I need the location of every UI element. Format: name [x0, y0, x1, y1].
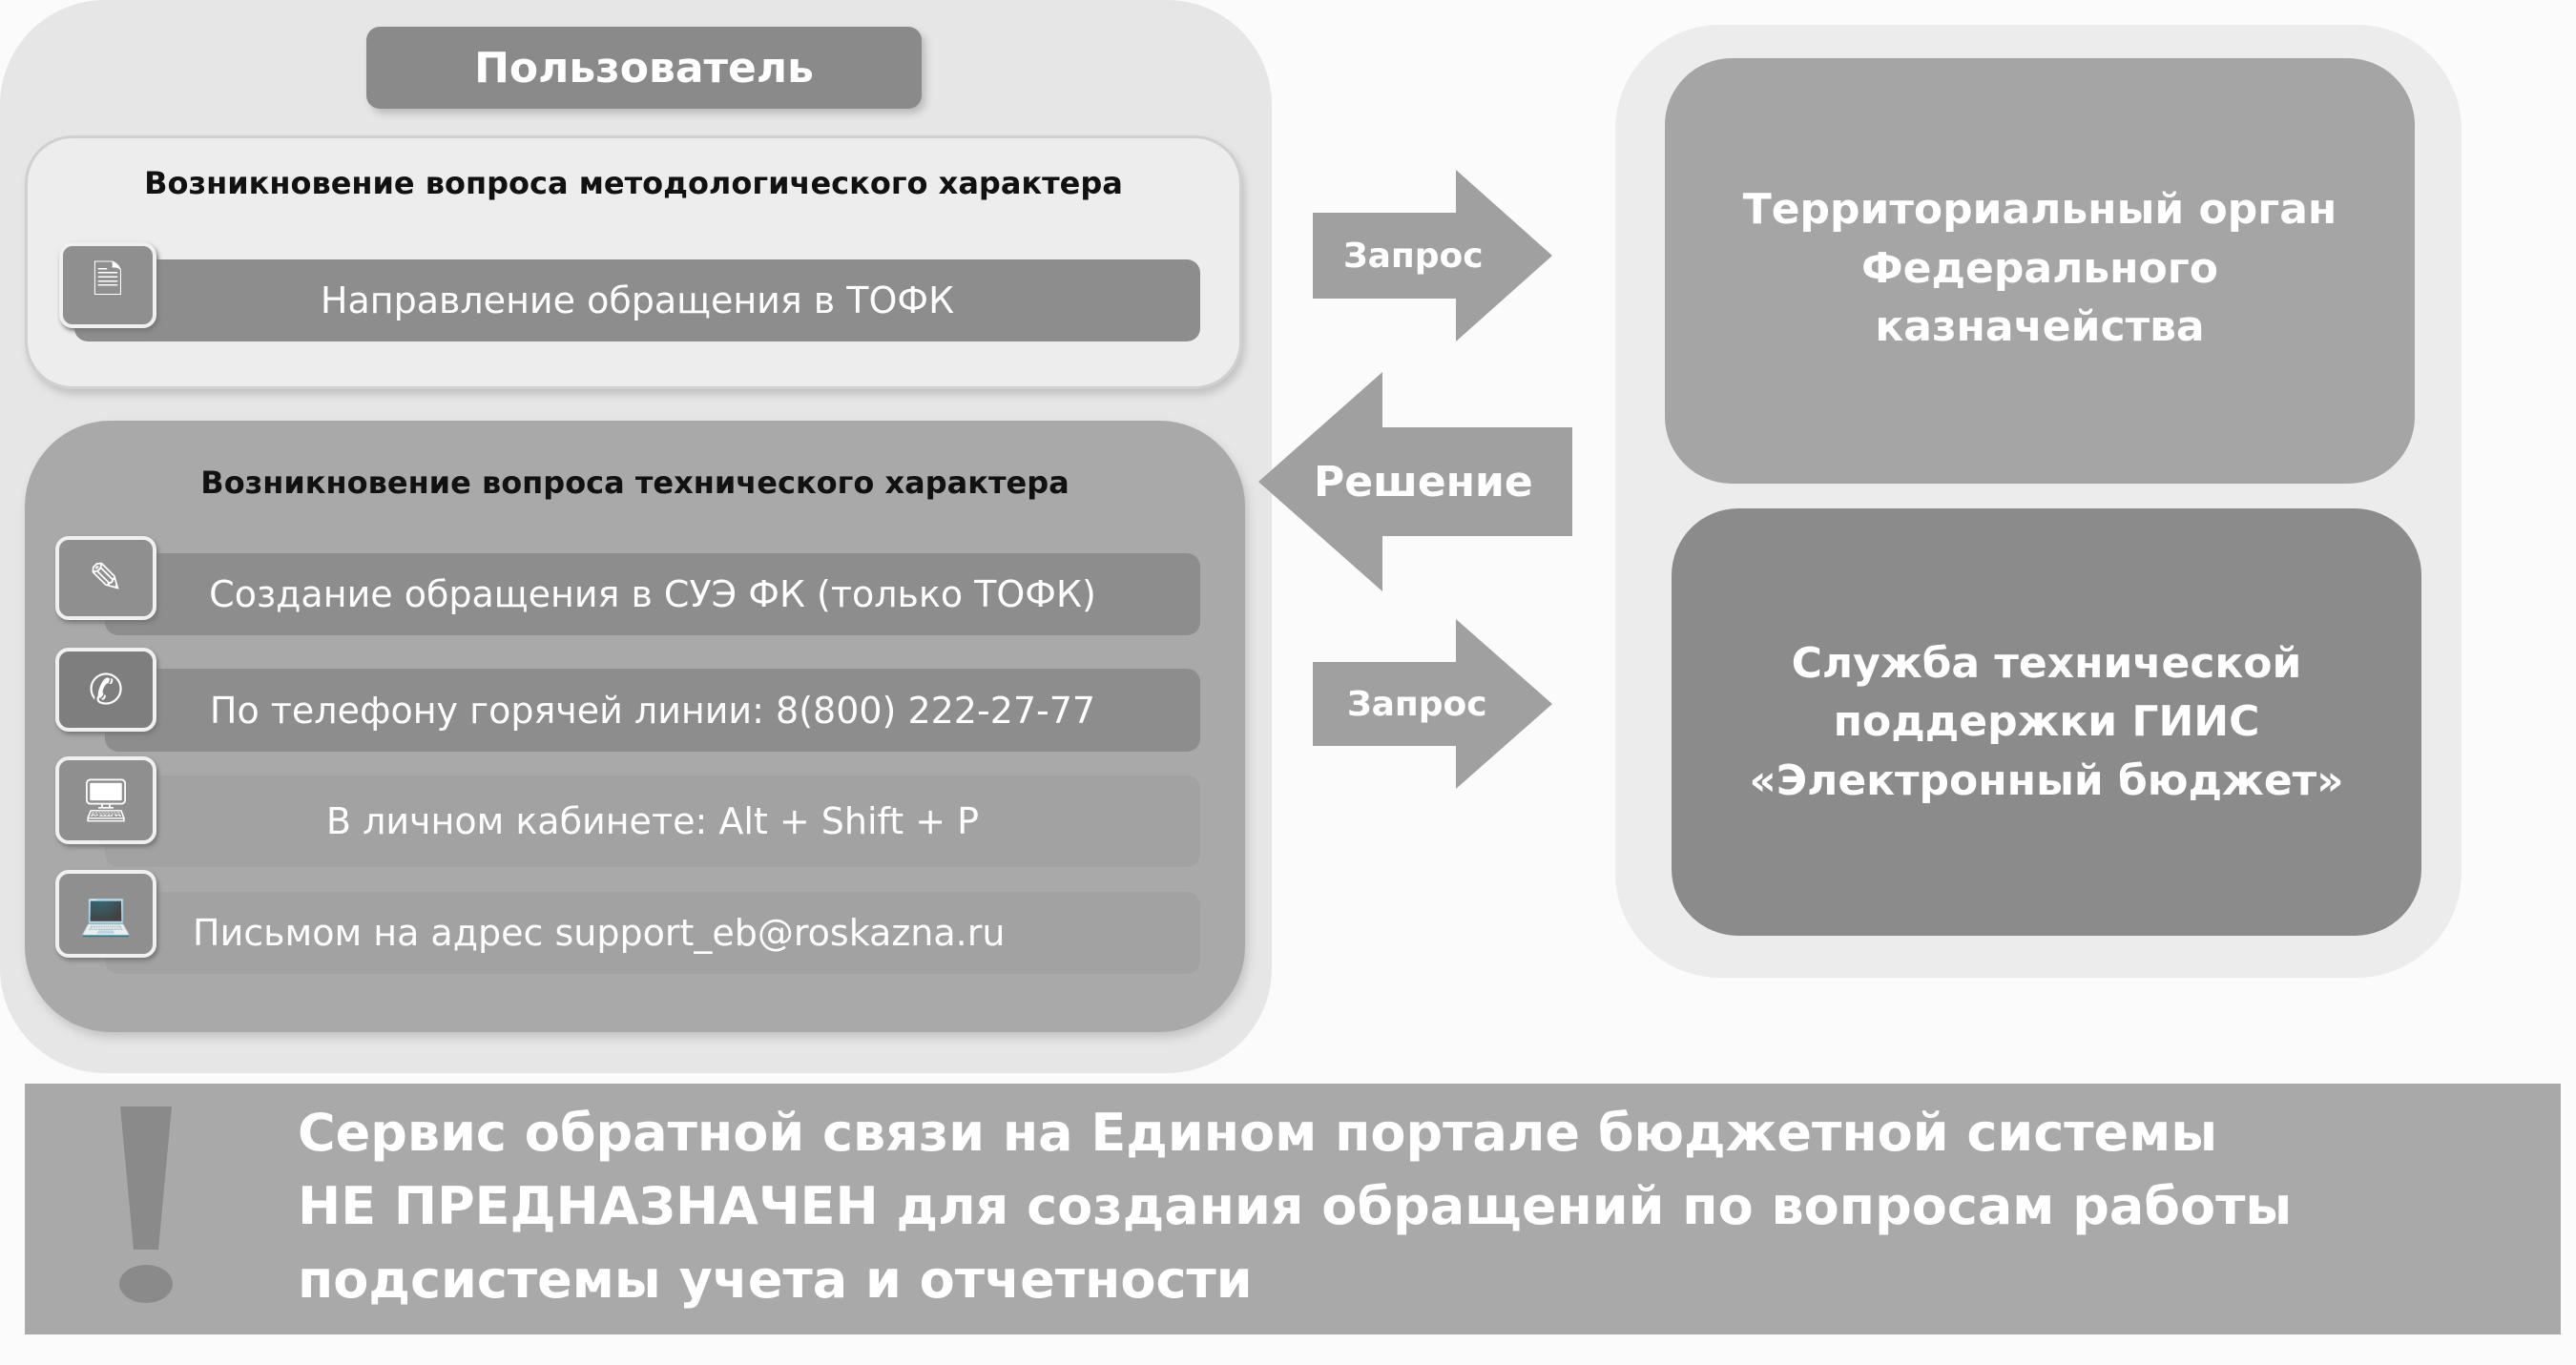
tofk-line: казначейства	[1875, 302, 2205, 352]
support-box: Служба технической поддержки ГИИС «Элект…	[1672, 508, 2421, 936]
list-item: Письмом на адрес support_eb@roskazna.ru	[105, 892, 1200, 974]
exclamation-icon	[113, 1106, 179, 1307]
list-item: В личном кабинете: Alt + Shift + P	[105, 776, 1200, 867]
pencil-icon: ✎	[55, 536, 156, 620]
solution-arrow: Решение	[1258, 372, 1572, 591]
request-arrow-1: Запрос	[1313, 170, 1552, 341]
tofk-line: Федерального	[1861, 243, 2218, 293]
notice-line: НЕ ПРЕДНАЗНАЧЕН для создания обращений п…	[298, 1176, 2293, 1236]
request-label-1: Запрос	[1343, 236, 1484, 276]
monitor-icon: 🖥	[55, 756, 156, 844]
support-line: «Электронный бюджет»	[1749, 755, 2344, 805]
phone-icon: ✆	[55, 648, 156, 732]
methodological-title: Возникновение вопроса методологического …	[144, 165, 1123, 201]
request-label-2: Запрос	[1347, 684, 1487, 724]
support-line: поддержки ГИИС	[1833, 697, 2260, 747]
tofk-line: Территориальный орган	[1742, 185, 2337, 234]
tofk-box: Территориальный орган Федерального казна…	[1665, 58, 2415, 484]
solution-label: Решение	[1314, 457, 1533, 507]
document-icon: 🗎	[59, 242, 156, 328]
laptop-icon: 💻	[55, 870, 156, 958]
notice-line: Сервис обратной связи на Едином портале …	[298, 1103, 2218, 1163]
list-item: Направление обращения в ТОФК	[74, 259, 1200, 341]
support-line: Служба технической	[1791, 638, 2302, 688]
list-item: Создание обращения в СУЭ ФК (только ТОФК…	[105, 553, 1200, 635]
technical-title: Возникновение вопроса технического харак…	[200, 465, 1070, 501]
notice-banner: Сервис обратной связи на Едином портале …	[25, 1084, 2561, 1334]
user-header: Пользователь	[366, 27, 922, 109]
notice-line: подсистемы учета и отчетности	[298, 1250, 1253, 1310]
list-item: По телефону горячей линии: 8(800) 222-27…	[105, 669, 1200, 752]
request-arrow-2: Запрос	[1313, 619, 1552, 789]
